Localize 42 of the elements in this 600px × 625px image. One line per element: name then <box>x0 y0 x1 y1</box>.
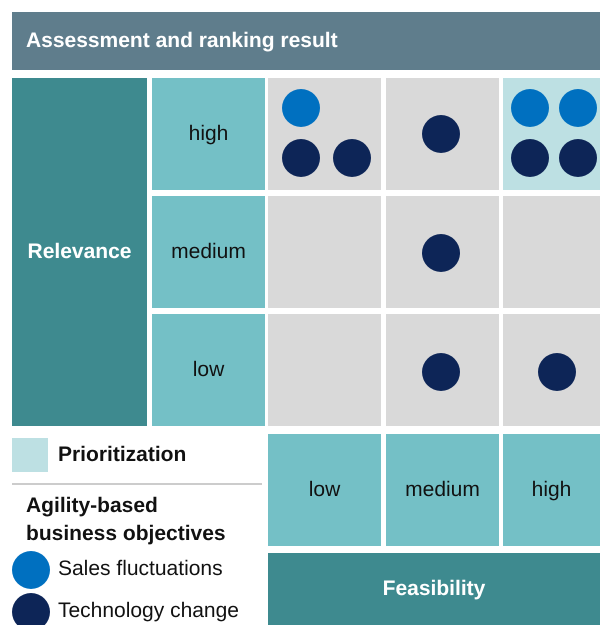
dot-marker <box>282 89 320 127</box>
axis-tick-label: medium <box>405 478 480 502</box>
matrix-cell <box>503 314 600 426</box>
matrix-cell <box>268 78 381 190</box>
axis-label-tile <box>152 78 265 190</box>
matrix-cell <box>386 196 499 308</box>
axis-tick-label: low <box>192 358 224 382</box>
matrix-cell <box>268 314 381 426</box>
legend-label: Technology change <box>58 599 239 623</box>
dot-marker <box>511 89 549 127</box>
title-bar <box>12 12 600 70</box>
dot-marker <box>333 139 371 177</box>
dot-marker <box>282 139 320 177</box>
matrix-cell <box>386 78 499 190</box>
axis-label-tile <box>386 434 499 546</box>
title-text: Assessment and ranking result <box>26 29 338 53</box>
matrix-cell <box>503 78 600 190</box>
dot-marker <box>422 115 460 153</box>
matrix-cell <box>386 314 499 426</box>
legend-heading: Agility-based business objectives <box>26 493 227 547</box>
axis-tick-label: medium <box>171 240 246 264</box>
axis-label-tile <box>152 314 265 426</box>
legend-label: Prioritization <box>58 443 186 467</box>
axis-title: Feasibility <box>382 577 486 601</box>
matrix-cell <box>503 196 600 308</box>
dot-marker <box>559 89 597 127</box>
legend-label: Sales fluctuations <box>58 557 223 581</box>
matrix-cell <box>268 196 381 308</box>
dot-marker <box>538 353 576 391</box>
axis-label-tile <box>268 434 381 546</box>
axis-tick-label: high <box>532 478 572 502</box>
axis-tick-label: low <box>308 478 340 502</box>
axis-label-tile <box>152 196 265 308</box>
dot-marker <box>511 139 549 177</box>
dot-marker <box>559 139 597 177</box>
dot-marker <box>422 234 460 272</box>
axis-title: Relevance <box>28 240 132 264</box>
dot-marker <box>422 353 460 391</box>
axis-title-band <box>12 78 147 426</box>
axis-tick-label: high <box>188 122 228 146</box>
axis-title-band <box>268 553 600 625</box>
axis-label-tile <box>503 434 600 546</box>
